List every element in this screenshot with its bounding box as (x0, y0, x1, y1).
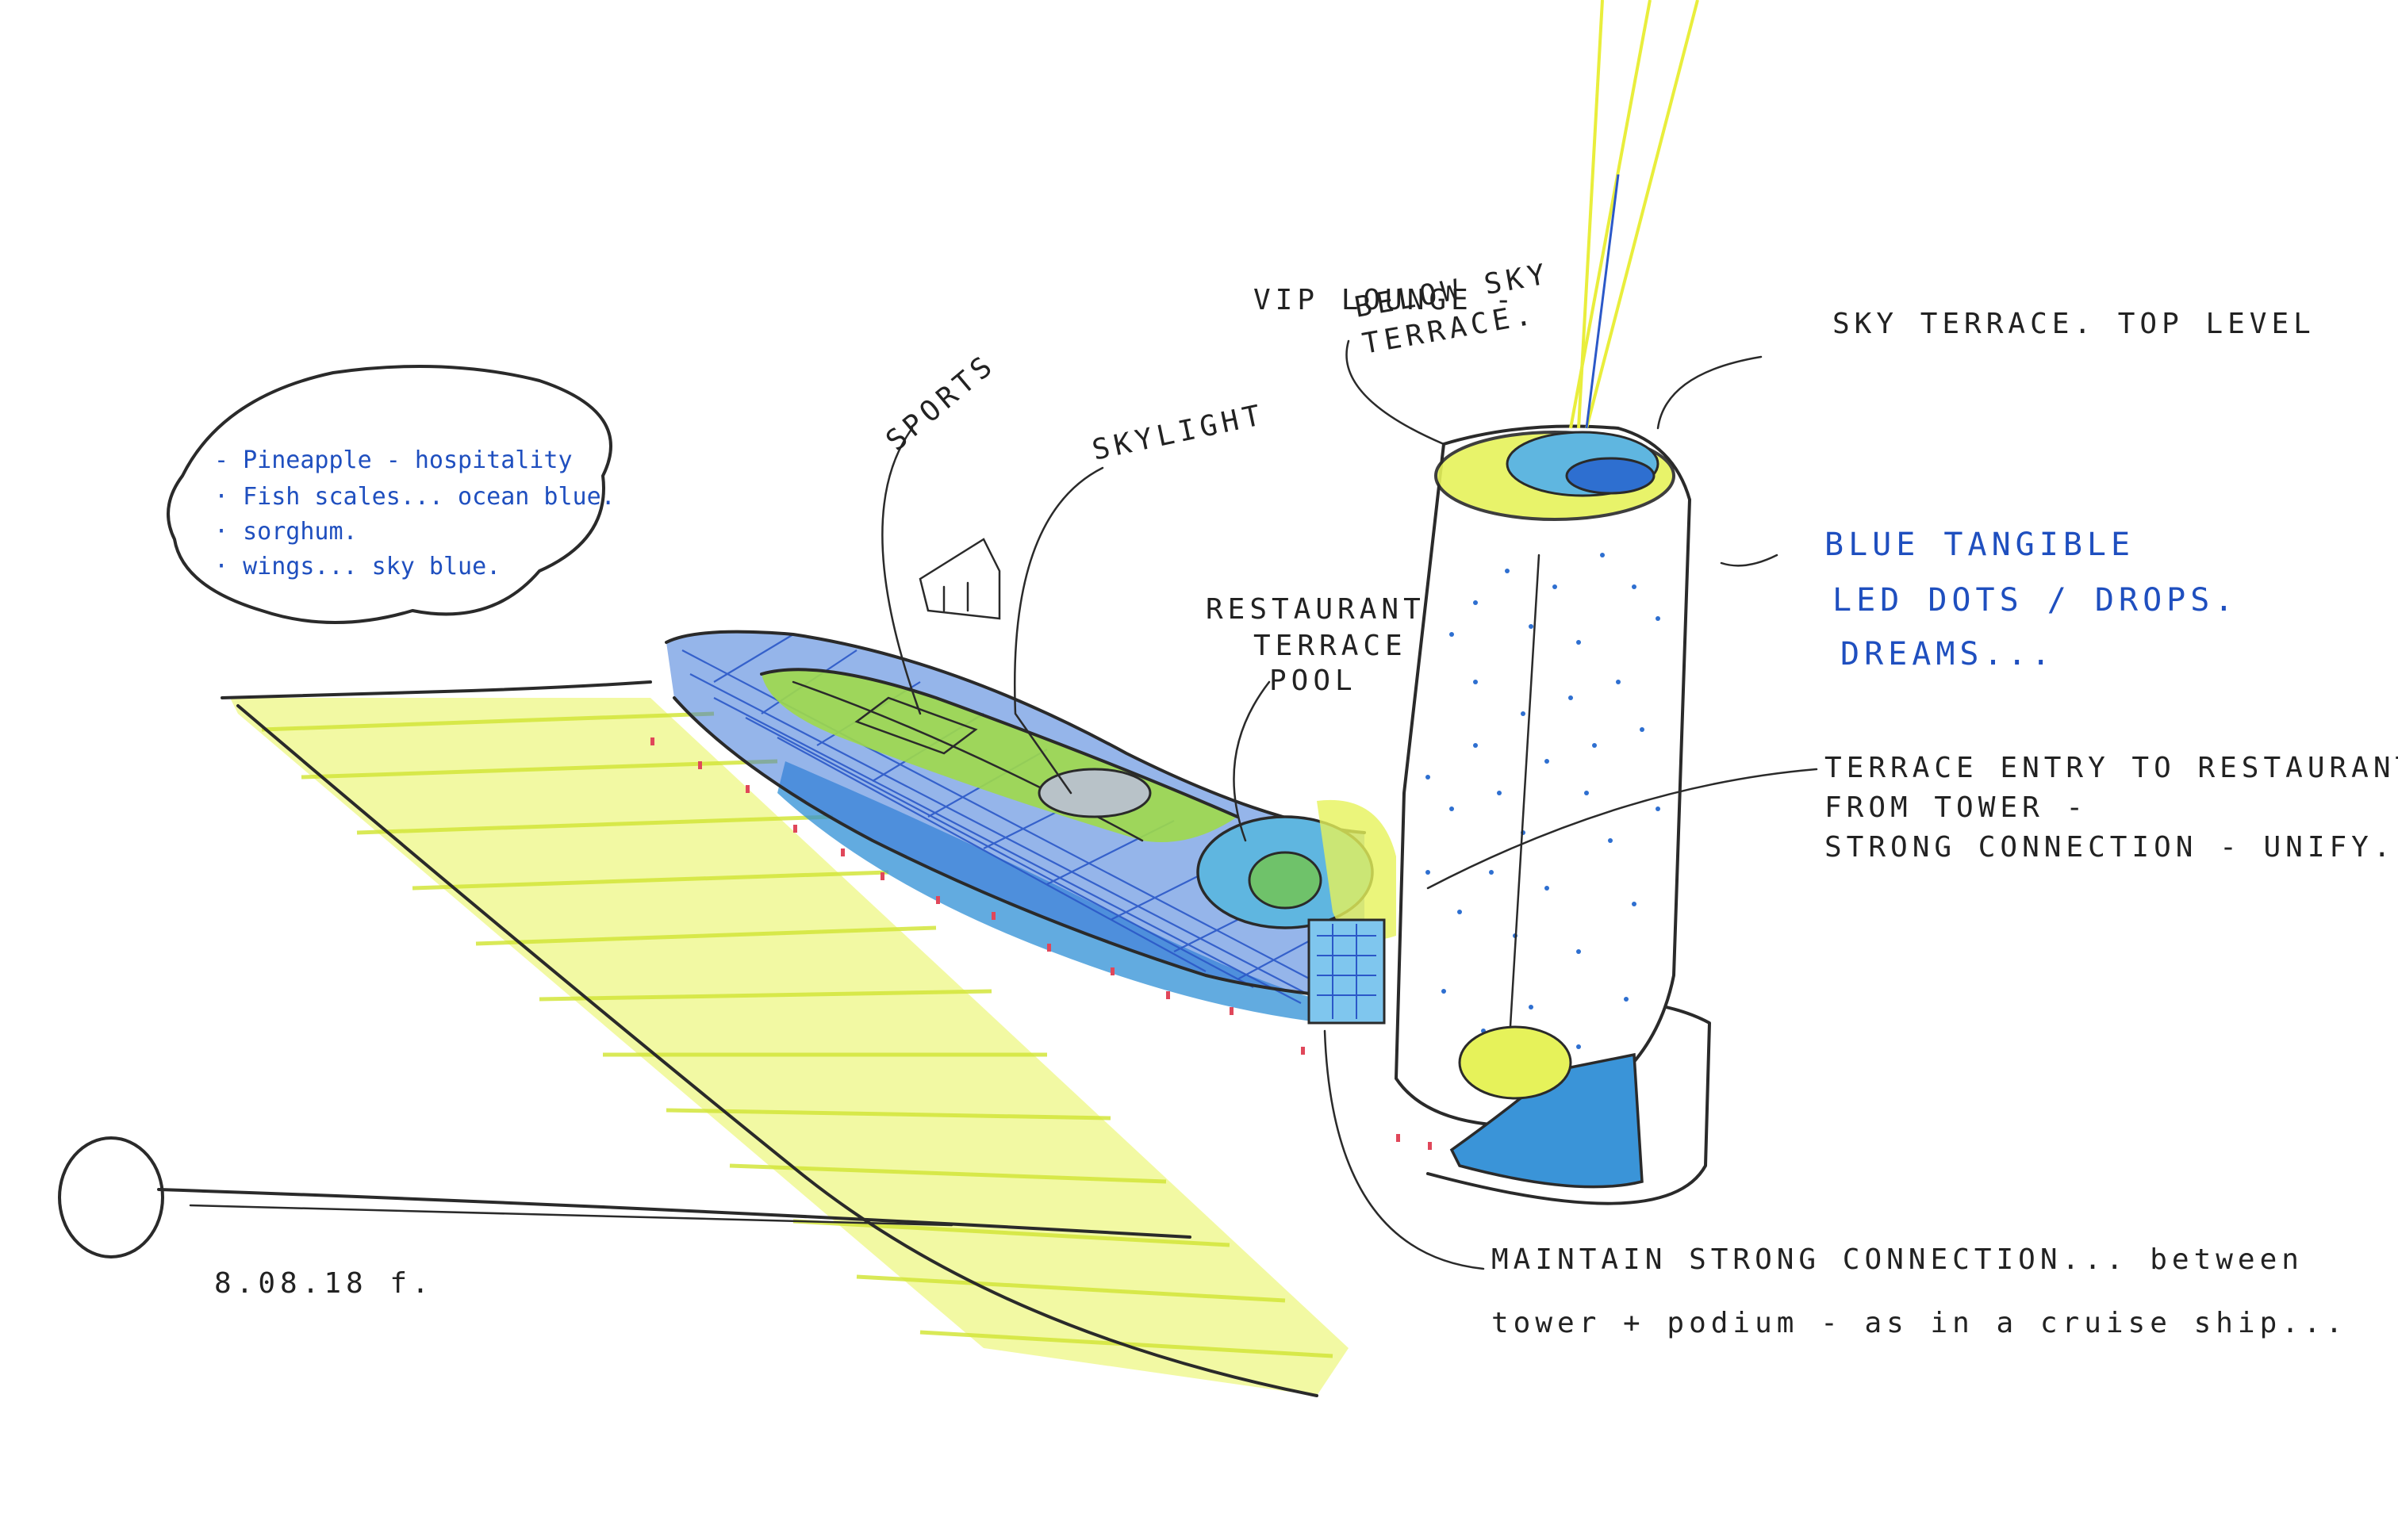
leader-lines (881, 339, 1818, 1270)
note-list: - Pineapple - hospitality · Fish scales.… (214, 446, 616, 580)
svg-text:RESTAURANT: RESTAURANT (1206, 593, 1425, 626)
note-cloud (167, 365, 612, 624)
label-sky-terrace: SKY TERRACE. TOP LEVEL (1832, 308, 2316, 340)
svg-text:STRONG CONNECTION - UNIFY.: STRONG CONNECTION - UNIFY. (1824, 831, 2396, 864)
svg-text:TERRACE ENTRY TO RESTAURANT: TERRACE ENTRY TO RESTAURANT (1824, 752, 2398, 784)
note-pineapple: - Pineapple - hospitality (214, 446, 573, 474)
svg-text:LED DOTS / DROPS.: LED DOTS / DROPS. (1832, 582, 2238, 619)
signature-mark: 8.08.18 f. (58, 1136, 1191, 1300)
podium-hull (650, 630, 1432, 1150)
sketch-house (919, 538, 1001, 620)
svg-text:BLUE TANGIBLE: BLUE TANGIBLE (1824, 527, 2135, 563)
svg-text:tower + podium - as in a cruis: tower + podium - as in a cruise ship... (1491, 1307, 2347, 1339)
note-sorghum: · sorghum. (214, 518, 358, 546)
svg-text:MAINTAIN STRONG CONNECTION...: MAINTAIN STRONG CONNECTION... between (1491, 1243, 2304, 1276)
svg-text:TERRACE: TERRACE (1253, 630, 1407, 662)
label-vip-lounge: VIP LOUNGE - BELOW SKY TERRACE. (1253, 258, 1552, 361)
label-blue-tangible: BLUE TANGIBLE LED DOTS / DROPS. DREAMS..… (1824, 527, 2238, 672)
note-fish-scales: · Fish scales... ocean blue. (214, 483, 616, 511)
ground-plane (221, 680, 1711, 1397)
sketch-date: 8.08.18 f. (214, 1267, 434, 1300)
svg-text:FROM TOWER -: FROM TOWER - (1824, 791, 2088, 824)
svg-text:VIP LOUNGE -: VIP LOUNGE - (1253, 284, 1517, 316)
svg-text:DREAMS...: DREAMS... (1840, 636, 2055, 672)
label-skylight: SKYLIGHT (1089, 399, 1268, 467)
tower (1394, 0, 1699, 1189)
label-sports: SPORTS (880, 348, 1002, 458)
label-maintain-connection: MAINTAIN STRONG CONNECTION... between to… (1491, 1243, 2347, 1339)
svg-text:POOL: POOL (1269, 665, 1357, 697)
note-wings: · wings... sky blue. (214, 553, 501, 580)
label-terrace-entry: TERRACE ENTRY TO RESTAURANT FROM TOWER -… (1824, 752, 2398, 864)
label-restaurant: RESTAURANT TERRACE POOL (1206, 593, 1425, 697)
